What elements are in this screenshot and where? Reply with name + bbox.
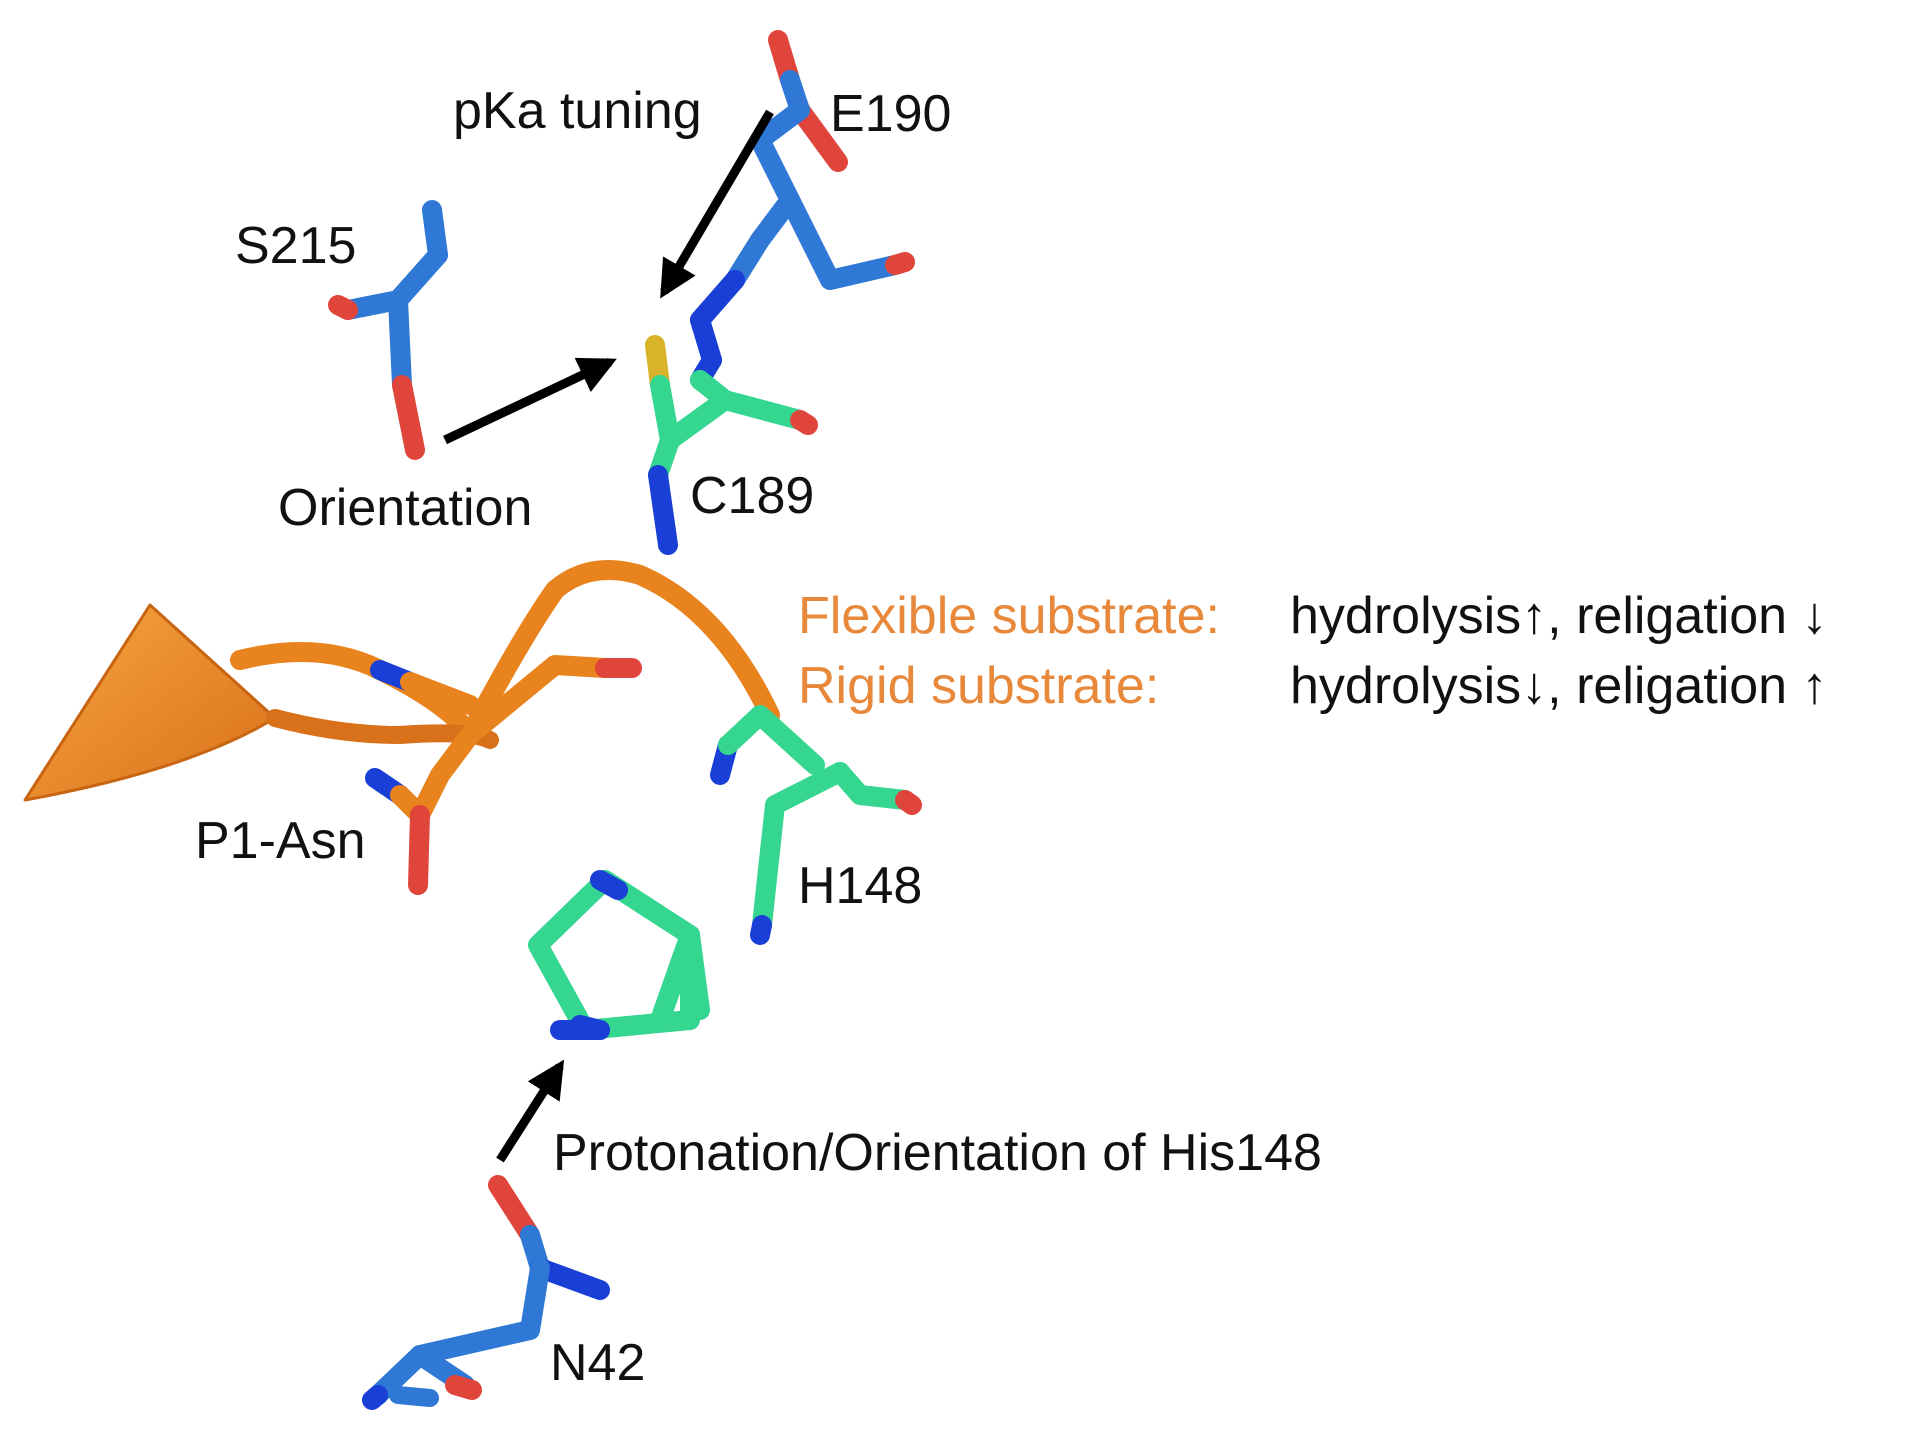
s215-bond [392, 375, 425, 460]
p1-asn-bond [410, 725, 480, 825]
c189-bond [715, 390, 810, 430]
rigid-substrate-label: Rigid substrate: [798, 657, 1160, 715]
rigid-substrate-effect: hydrolysis↓, religation ↑ [1290, 657, 1828, 715]
h148-ring-n [590, 870, 628, 900]
e190-label: E190 [830, 85, 952, 143]
p1-asn-label: P1-Asn [195, 812, 366, 870]
n42-bond [445, 1375, 482, 1400]
e190-bond [780, 190, 905, 290]
protonation-label: Protonation/Orientation of His148 [553, 1124, 1322, 1182]
h148-bond [750, 915, 772, 945]
n42-bond [389, 1386, 439, 1407]
pka-tuning-arrow [660, 109, 774, 299]
pka-tuning-label: pKa tuning [453, 82, 702, 140]
flexible-substrate-effect: hydrolysis↑, religation ↓ [1290, 587, 1828, 645]
s215-label: S215 [235, 217, 357, 275]
c189-residue [645, 335, 818, 555]
e190-residue [690, 30, 915, 370]
n42-residue [362, 1175, 610, 1410]
n42-label: N42 [550, 1334, 646, 1392]
flexible-substrate-label: Flexible substrate: [798, 587, 1220, 645]
orientation-label: Orientation [278, 479, 533, 537]
ribbon-tube [230, 560, 780, 745]
c189-label: C189 [690, 467, 815, 525]
e190-bond [885, 252, 915, 275]
e190-bond [790, 100, 848, 172]
p1-asn-bond [408, 805, 430, 895]
h148-bond [718, 705, 825, 775]
c189-bond [648, 465, 678, 555]
h148-bond [752, 762, 850, 935]
h148-bond [830, 762, 915, 810]
orientation-arrow [443, 357, 617, 445]
n42-bond [530, 1258, 610, 1300]
protonation-arrow [496, 1059, 565, 1163]
s215-bond [388, 290, 412, 395]
c189-bond [790, 410, 818, 435]
n42-bond [410, 1258, 550, 1365]
c189-bond [648, 375, 680, 485]
arrows [443, 109, 774, 1163]
h148-residue [528, 705, 922, 1040]
h148-bond [895, 790, 922, 815]
s215-residue [328, 200, 448, 460]
s215-bond [388, 245, 448, 310]
s215-bond [328, 295, 358, 320]
n42-bond [362, 1385, 388, 1410]
h148-label: H148 [798, 857, 923, 915]
ribbon-cone [23, 603, 277, 802]
p1-asn-bond [460, 655, 615, 745]
p1-asn-residue [365, 655, 642, 895]
p1-asn-bond [400, 672, 480, 715]
